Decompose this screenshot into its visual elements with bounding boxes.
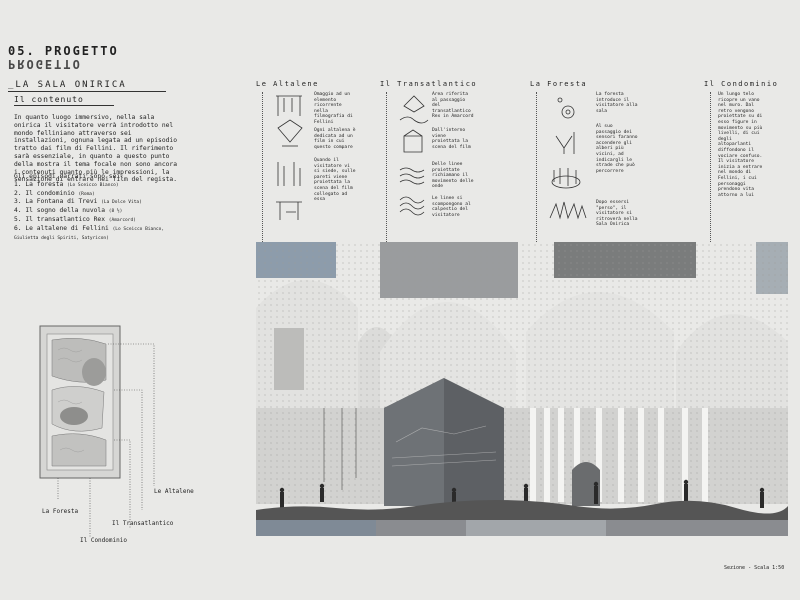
scale-note: Sezione - Scala 1:50 (724, 565, 785, 571)
ship-sketches (399, 95, 429, 216)
section-elevation (256, 242, 788, 536)
desc-foresta-3: Dopo essersi "perso", il visitatore si r… (596, 200, 638, 228)
section-heading-transatlantico: Il Transatlantico (380, 80, 478, 88)
intro-paragraph: In quanto luogo immersivo, nella sala on… (14, 114, 178, 184)
content-underline (14, 105, 114, 106)
list-item: 5. Il transatlantico Rex (Amarcord) (14, 215, 136, 223)
guide-line (710, 92, 711, 242)
list-item: 4. Il sogno della nuvola (8 ½) (14, 207, 123, 215)
desc-transatlantico-1: Area riferita al passaggio del transatla… (432, 92, 474, 120)
desc-altalene-3: Quando il visitatore vi si siede, sulle … (314, 158, 356, 203)
plan-label-altalene: Le Altalene (154, 488, 194, 495)
desc-foresta-2: Al suo passaggio dei sensori faranno acc… (596, 124, 638, 174)
desc-condominio: Un lungo telo ricopre un vano nel muro. … (718, 92, 763, 198)
list-title: Gli episodi narrati sono sei: (14, 173, 124, 180)
list-item: 1. La foresta (Lo Sceicco Bianco) (14, 180, 119, 188)
guide-line (262, 92, 263, 242)
list-item: 2. Il condominio (Roma) (14, 189, 95, 197)
section-title: 05. PROGETTO (8, 44, 119, 58)
list-item: 3. La Fontana di Trevi (La Dolce Vita) (14, 198, 142, 206)
desc-transatlantico-3: Delle linee proiettate richiamano il mov… (432, 162, 474, 190)
page-subtitle: _LA SALA ONIRICA (8, 80, 127, 90)
episode-list: Gli episodi narrati sono sei: 1. La fore… (14, 173, 184, 242)
content-heading: Il contenuto (14, 95, 84, 104)
plan-label-transatlantico: Il Transatlantico (112, 520, 174, 527)
forest-sketches (549, 97, 587, 220)
desc-foresta-1: La foresta introduce il visitatore alla … (596, 92, 638, 114)
plan-label-condominio: Il Condominio (80, 537, 127, 544)
section-title-mirror: PROGETTO (8, 57, 82, 71)
plan-label-foresta: La Foresta (42, 508, 79, 515)
desc-transatlantico-2: Dall'interno viene proiettata la scena d… (432, 128, 471, 150)
guide-line (386, 92, 387, 242)
subtitle-underline (8, 91, 166, 92)
swing-sketches (276, 95, 303, 220)
floor-plan (39, 325, 155, 538)
list-item: 6. Le altalene di Fellini (Lo Sceicco Bi… (14, 224, 165, 241)
section-heading-condominio: Il Condominio (704, 80, 779, 88)
section-heading-foresta: La Foresta (530, 80, 588, 88)
desc-altalene-1: Omaggio ad un elemento ricorrente nella … (314, 92, 353, 125)
section-heading-altalene: Le Altalene (256, 80, 319, 88)
desc-transatlantico-4: Le linee si scompongono al calpestio del… (432, 196, 471, 218)
guide-line (536, 92, 537, 242)
desc-altalene-2: Ogni altalena è dedicata ad un film in c… (314, 128, 356, 150)
